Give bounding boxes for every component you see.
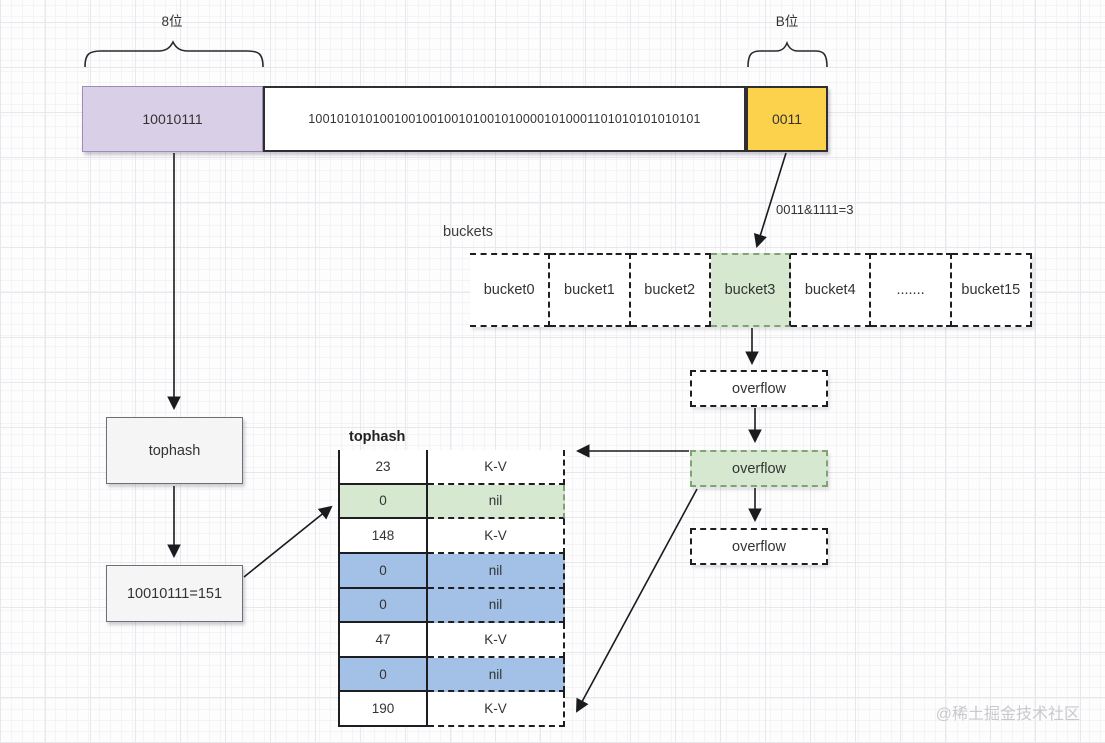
tophash-flow-box: tophash <box>106 417 243 484</box>
label-bbit: B位 <box>775 14 799 29</box>
tophash-value-cell: 23 <box>338 450 428 485</box>
overflow-box-1: overflow <box>690 370 828 407</box>
brace-8bit <box>84 40 264 68</box>
tophash-value-cell: 47 <box>338 623 428 658</box>
arrow-overflow2-to-table-bottom <box>576 488 698 713</box>
tophash-value-cell: 0 <box>338 553 428 589</box>
bucket-cell-label: ....... <box>896 282 925 298</box>
buckets-label: buckets <box>443 224 493 240</box>
mask-expression-label: 0011&1111=3 <box>776 202 854 217</box>
tophash-value-cell: 0 <box>338 588 428 624</box>
hash-low-bits-segment: 0011 <box>746 86 828 152</box>
tophash-table-row: 0 nil <box>338 484 565 520</box>
kv-cell: K-V <box>428 519 565 554</box>
bucket-cell: bucket0 <box>470 253 551 327</box>
tophash-value-cell: 148 <box>338 519 428 554</box>
tophash-table-row: 23 K-V <box>338 450 565 485</box>
kv-cell: nil <box>428 657 565 693</box>
tophash-table-row: 0 nil <box>338 553 565 589</box>
bucket-cell-label: bucket2 <box>644 282 696 298</box>
tophash-table-row: 0 nil <box>338 657 565 693</box>
bucket-cell: bucket4 <box>791 253 872 327</box>
tophash-table-row: 47 K-V <box>338 623 565 658</box>
bucket-cell: bucket15 <box>951 253 1032 327</box>
label-8bit: 8位 <box>161 14 183 29</box>
kv-cell: K-V <box>428 450 565 485</box>
tophash-value-cell: 0 <box>338 484 428 520</box>
kv-cell: nil <box>428 484 565 520</box>
tophash-result-box: 10010111=151 <box>106 565 243 622</box>
bucket-cell-label: bucket0 <box>483 282 535 298</box>
bucket-cell-label: bucket15 <box>961 282 1021 298</box>
bucket-cell: bucket2 <box>630 253 711 327</box>
tophash-table-row: 0 nil <box>338 588 565 624</box>
tophash-table-title: tophash <box>349 429 406 445</box>
tophash-table-row: 190 K-V <box>338 692 565 727</box>
buckets-row: bucket0 bucket1 bucket2 bucket3 bucket4 … <box>470 253 1032 327</box>
tophash-table: 23 K-V 0 nil 148 K-V 0 nil 0 nil <box>338 450 565 727</box>
bucket-cell: bucket3 <box>710 253 792 327</box>
tophash-table-row: 148 K-V <box>338 519 565 554</box>
hash-middle-bits-segment: 1001010101001001001001010010100001010001… <box>263 86 746 152</box>
hash-top-bits-segment: 10010111 <box>82 86 263 152</box>
kv-cell: nil <box>428 553 565 589</box>
bucket-cell-label: bucket1 <box>564 282 615 298</box>
kv-cell: K-V <box>428 623 565 658</box>
overflow-box-2-highlighted: overflow <box>690 450 828 487</box>
bucket-cell: ....... <box>871 253 952 327</box>
bucket-cell-label: bucket4 <box>804 282 856 298</box>
arrow-lowbits-to-bucket3 <box>753 152 787 248</box>
bucket-cell-label: bucket3 <box>724 282 776 298</box>
watermark: @稀土掘金技术社区 <box>935 706 1080 723</box>
arrow-result-to-green-row <box>243 505 333 578</box>
bucket-cell: bucket1 <box>550 253 631 327</box>
overflow-box-3: overflow <box>690 528 828 565</box>
kv-cell: nil <box>428 588 565 624</box>
tophash-value-cell: 0 <box>338 657 428 693</box>
kv-cell: K-V <box>428 692 565 727</box>
brace-bbit <box>747 40 828 68</box>
tophash-value-cell: 190 <box>338 692 428 727</box>
